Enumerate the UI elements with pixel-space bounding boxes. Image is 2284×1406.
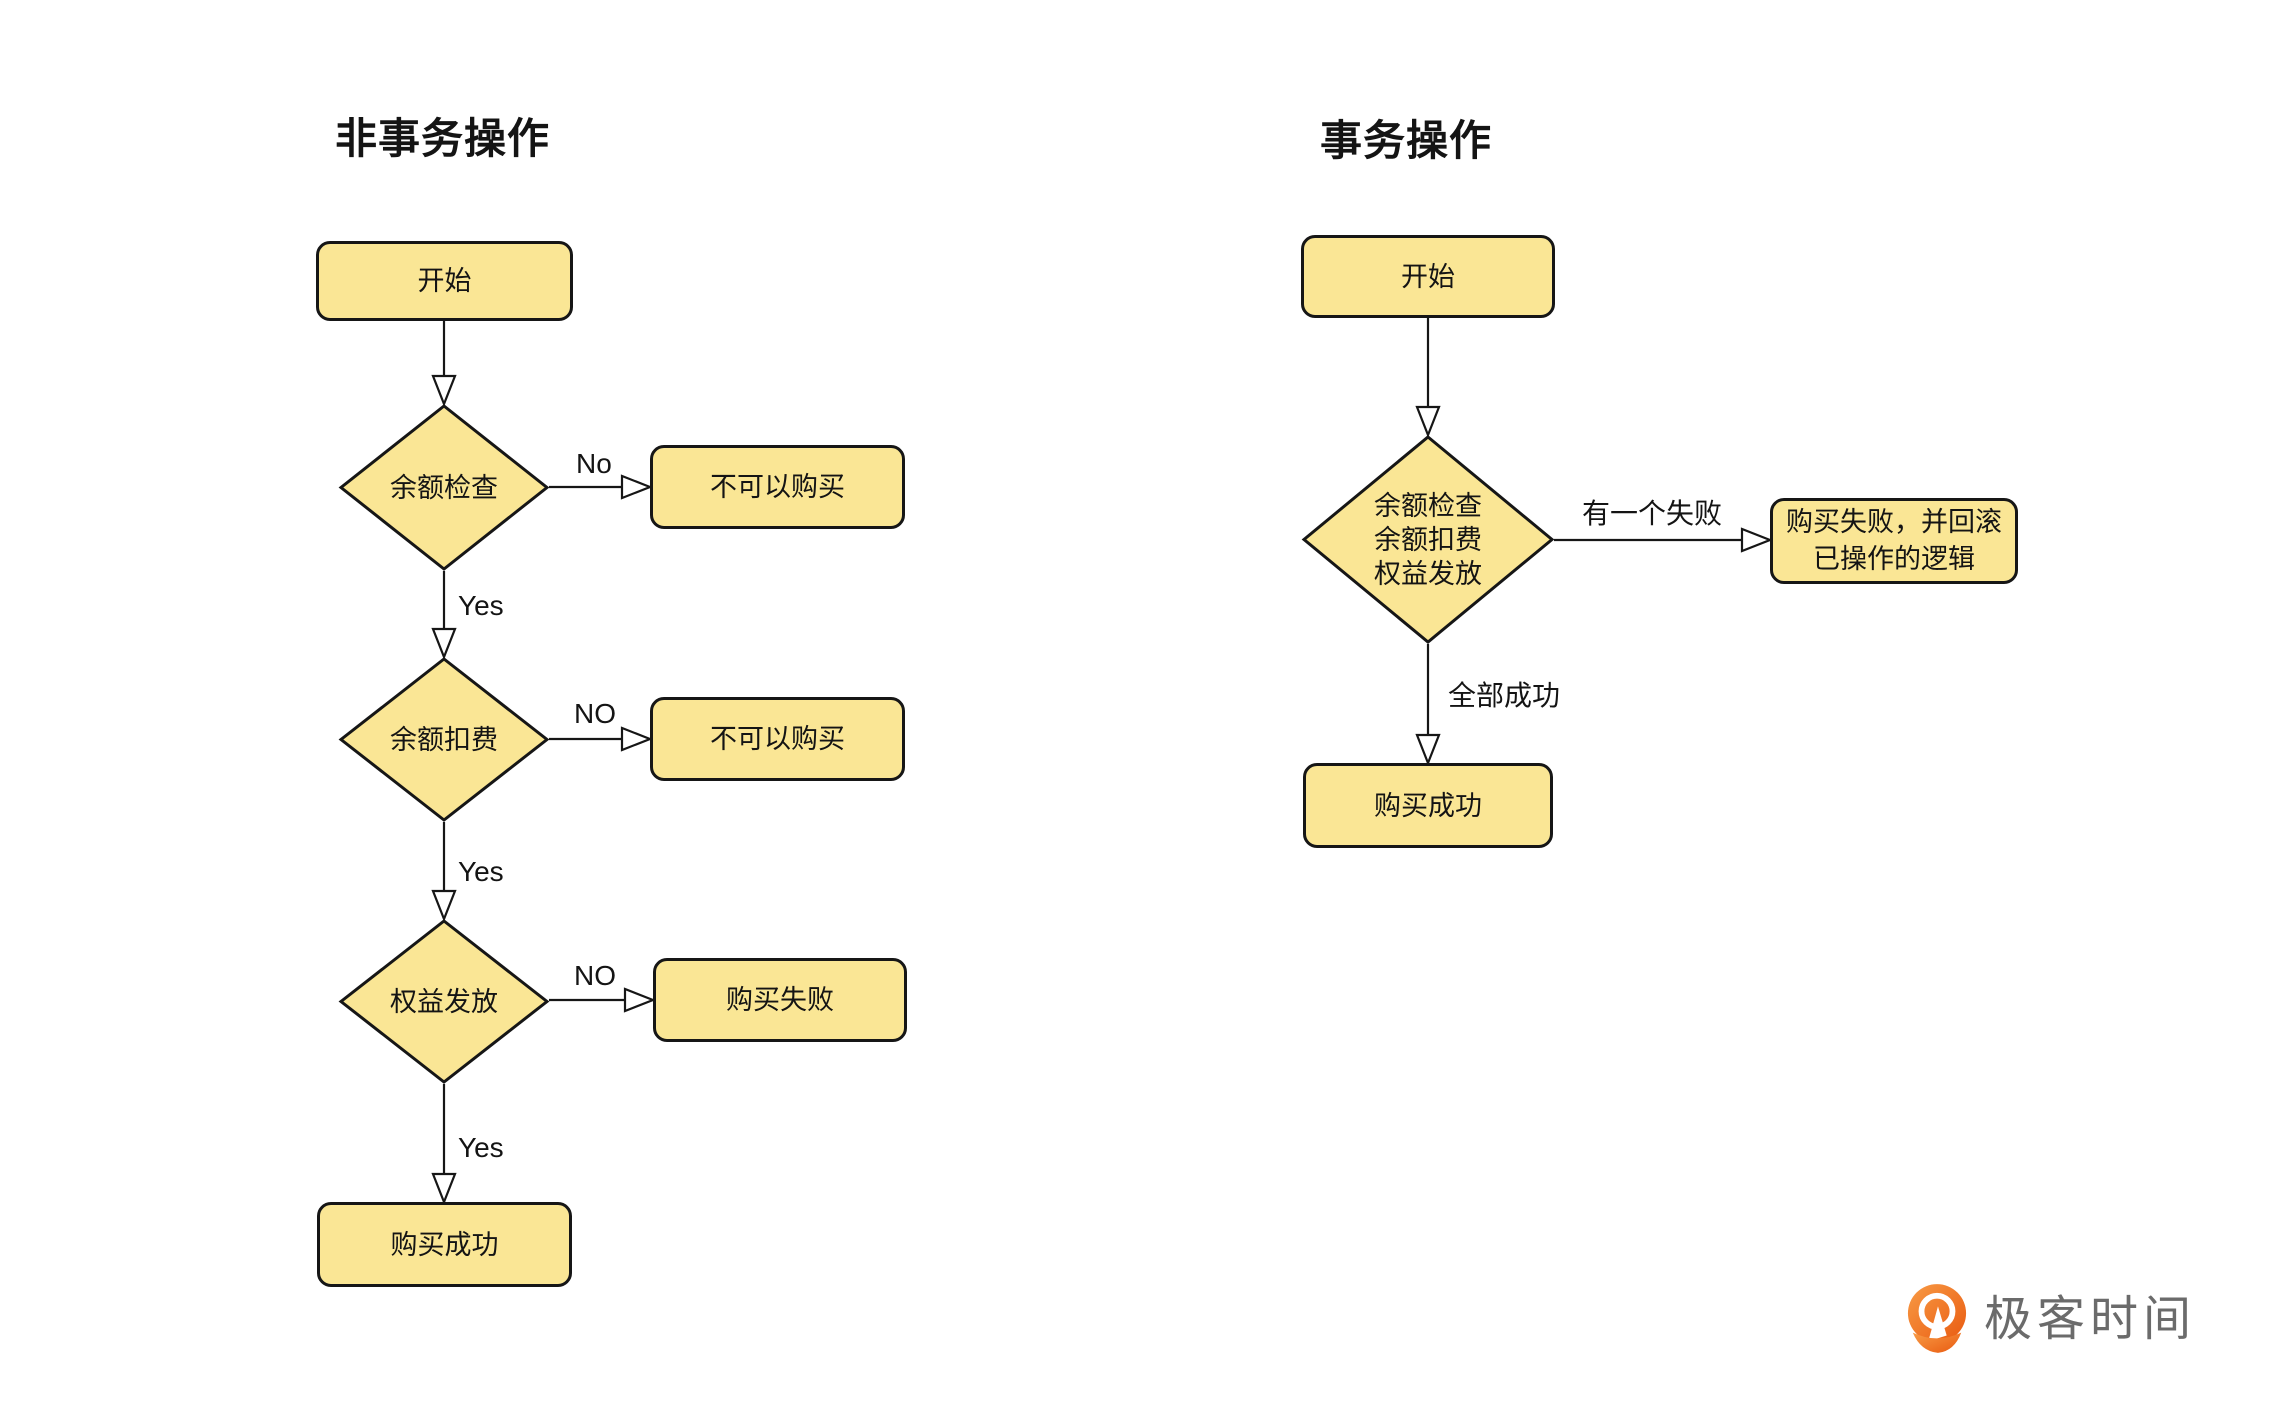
purchase-fail-box-left: 购买失败	[653, 958, 907, 1042]
rollback-fail-line-1: 购买失败，并回滚	[1786, 507, 2002, 537]
rollback-fail-line-2: 已操作的逻辑	[1813, 544, 1975, 574]
purchase-success-box-left: 购买成功	[317, 1202, 572, 1287]
rights-grant-diamond: 权益发放	[338, 919, 550, 1084]
cannot-buy-box-1: 不可以购买	[650, 445, 905, 529]
geektime-pin-icon	[1907, 1284, 1967, 1353]
cannot-buy-box-2: 不可以购买	[650, 697, 905, 781]
right-flow-title: 事务操作	[1320, 117, 1493, 164]
balance-deduct-label: 余额扣费	[390, 724, 498, 755]
rights-grant-label: 权益发放	[390, 986, 498, 1017]
edge-label-any-fail: 有一个失败	[1582, 498, 1723, 529]
rollback-fail-box: 购买失败，并回滚 已操作的逻辑	[1770, 498, 2018, 584]
edge-right-start-to-decision	[1415, 318, 1441, 439]
edge-left-deduct-yes	[431, 822, 457, 923]
edge-label-deduct-no: NO	[574, 698, 616, 729]
start-node-left: 开始	[316, 241, 573, 321]
geektime-logo-text: 极客时间	[1984, 1293, 2197, 1346]
balance-check-label: 余额检查	[390, 472, 498, 503]
edge-left-grant-yes	[431, 1084, 457, 1206]
left-flow-title: 非事务操作	[335, 115, 551, 162]
edge-left-deduct-no	[549, 726, 654, 752]
balance-deduct-diamond: 余额扣费	[338, 657, 550, 822]
edge-label-check-no: No	[576, 448, 612, 479]
start-node-right: 开始	[1301, 235, 1555, 318]
purchase-success-box-right: 购买成功	[1303, 763, 1553, 848]
edge-left-start-to-check	[431, 321, 457, 408]
balance-check-diamond: 余额检查	[338, 404, 550, 571]
edge-label-deduct-yes: Yes	[458, 856, 504, 887]
edge-label-grant-yes: Yes	[458, 1132, 504, 1163]
combined-decision-diamond: 余额检查 余额扣费 权益发放	[1301, 435, 1555, 644]
decision-line-3: 权益发放	[1374, 558, 1482, 589]
edge-right-any-fail	[1554, 527, 1774, 553]
geektime-logo: 极客时间	[1906, 1283, 2196, 1355]
decision-line-1: 余额检查	[1374, 490, 1482, 521]
edge-left-grant-no	[549, 987, 657, 1013]
decision-line-2: 余额扣费	[1374, 524, 1482, 555]
edge-right-all-success	[1415, 644, 1441, 767]
edge-left-check-yes	[431, 571, 457, 661]
edge-label-all-success: 全部成功	[1448, 680, 1561, 711]
combined-decision-label: 余额检查 余额扣费 权益发放	[1302, 435, 1554, 644]
edge-label-check-yes: Yes	[458, 590, 504, 621]
edge-label-grant-no: NO	[574, 960, 616, 991]
